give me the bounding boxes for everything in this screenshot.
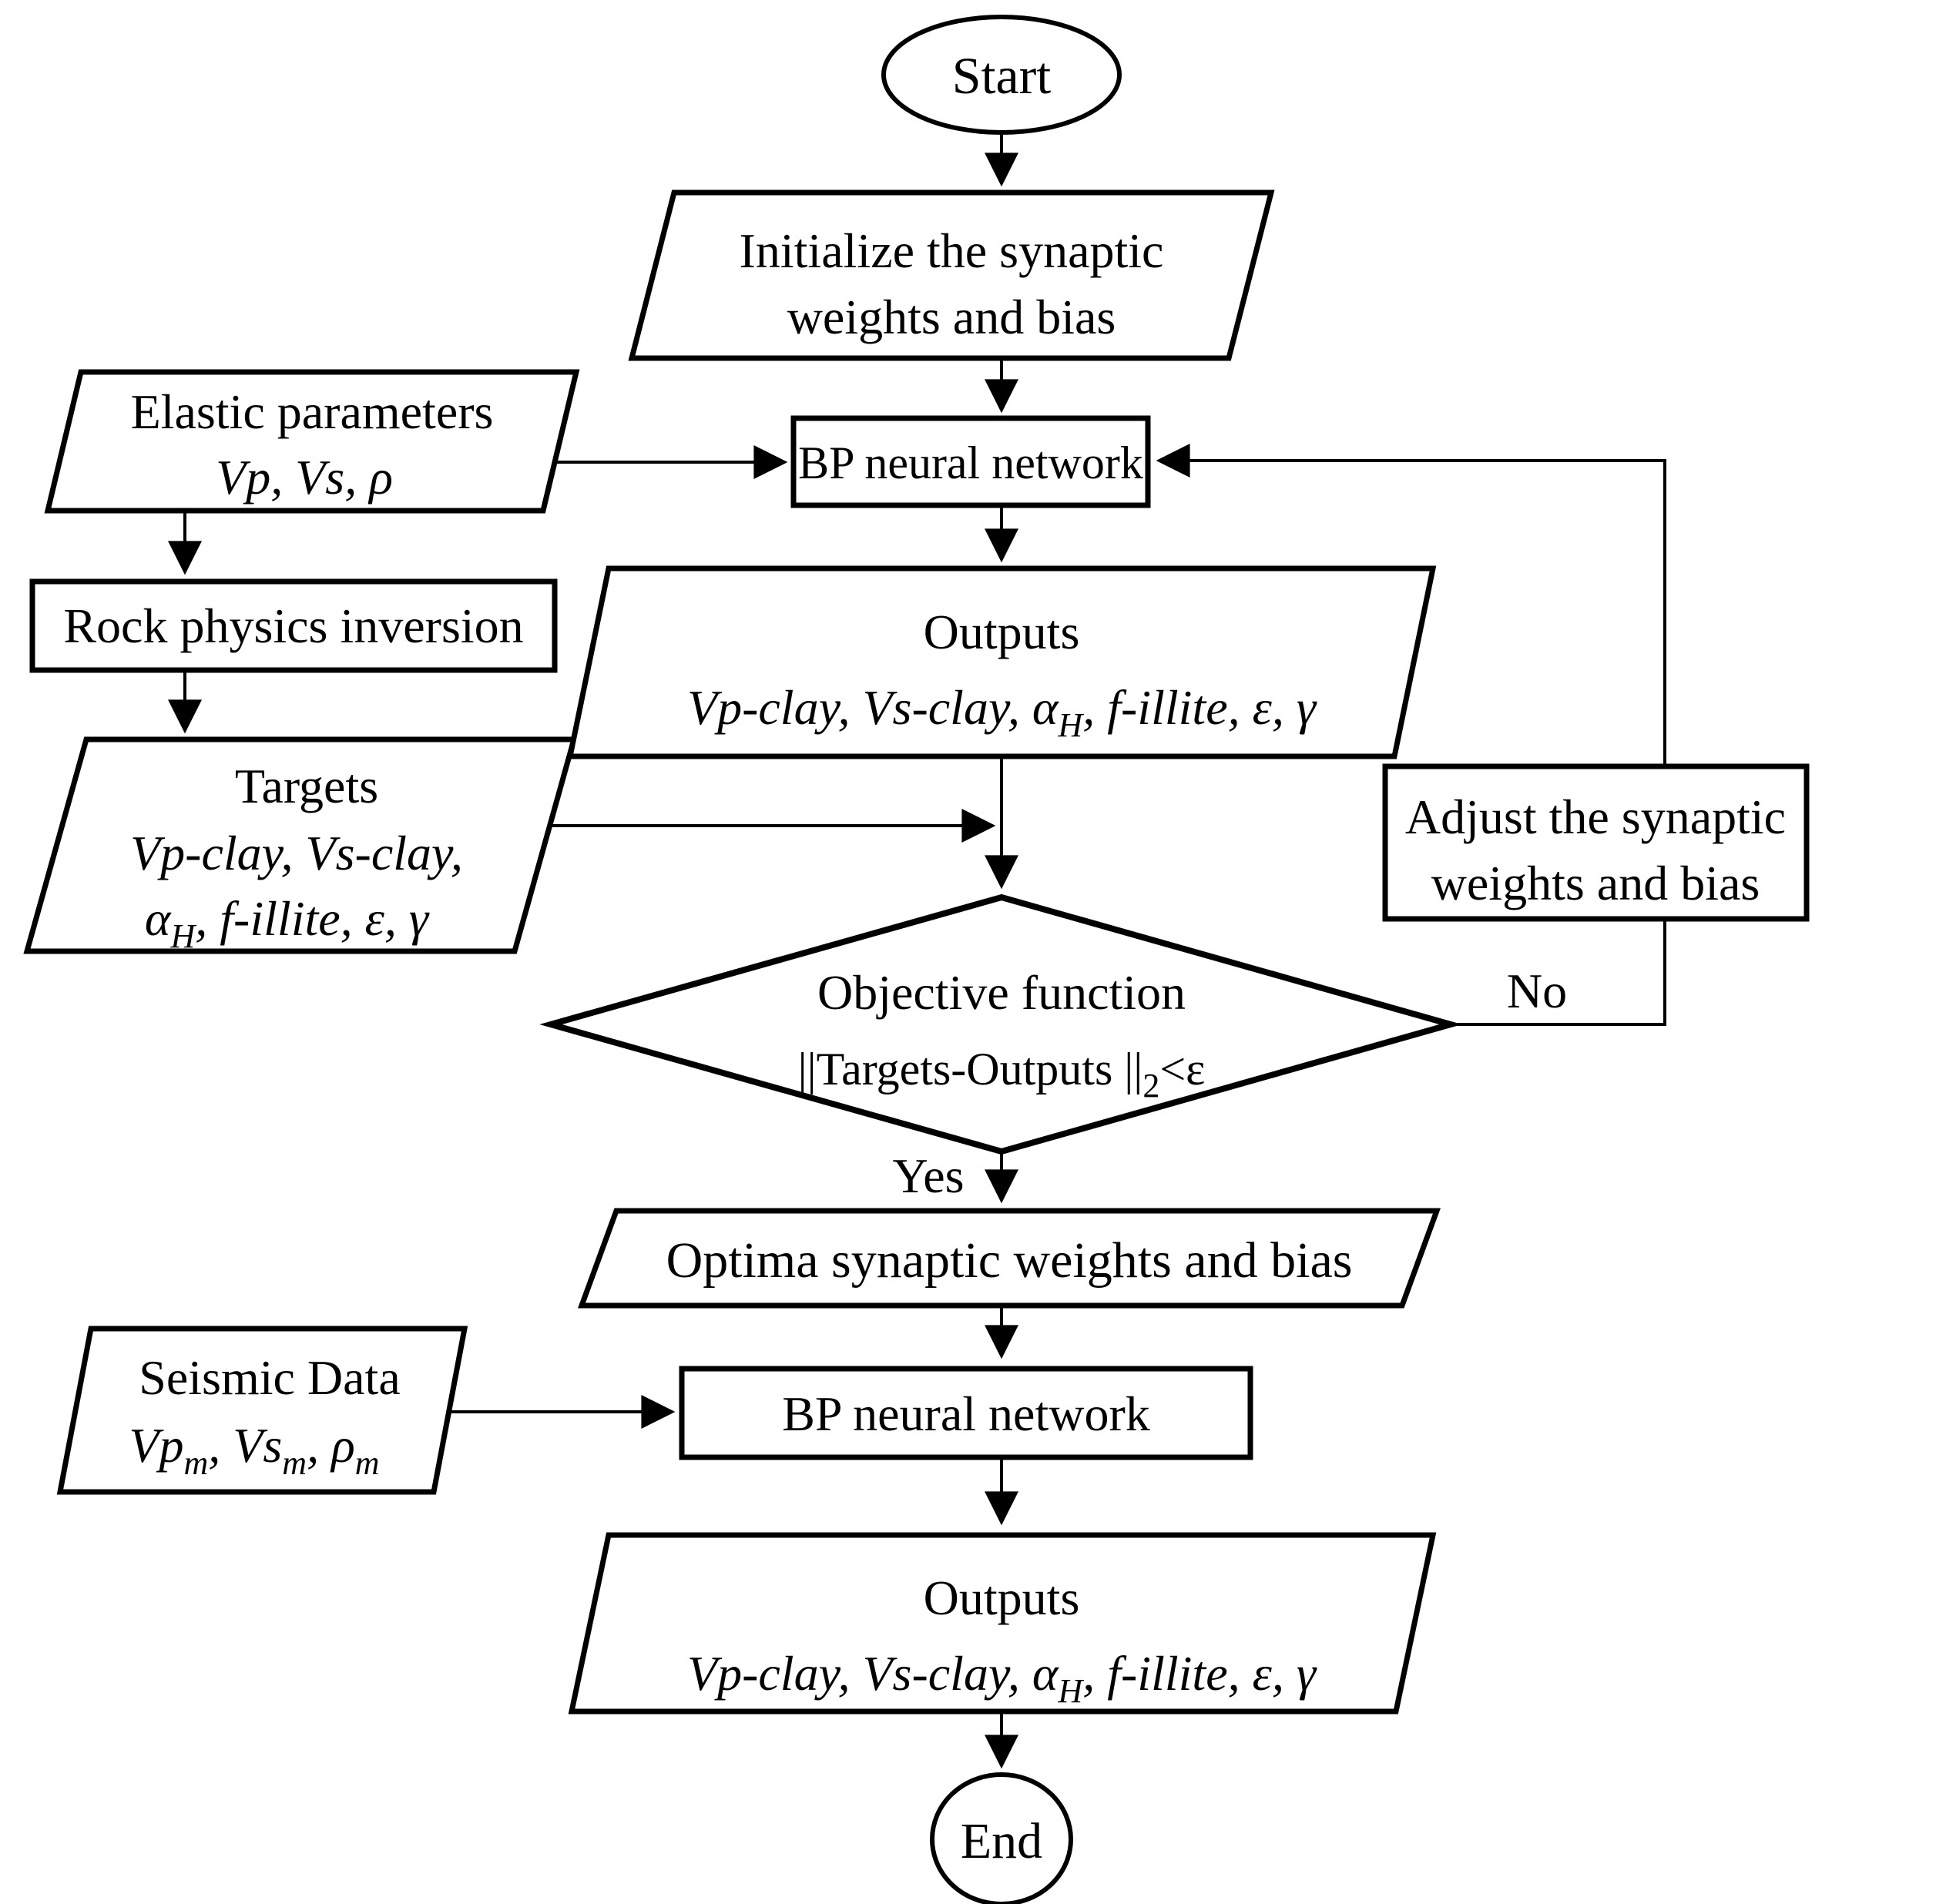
seismic-vp: Vp [129,1418,183,1473]
node-end: End [930,1772,1073,1904]
outputs2-formula-pre: Vp-clay, Vs-clay, α [687,1646,1059,1701]
node-start: Start [881,15,1122,135]
seismic-title: Seismic Data [139,1350,400,1405]
optima-parallelogram-shape [577,1208,1441,1309]
node-rock-physics-inversion: Rock physics inversion [29,578,558,673]
targets-title: Targets [235,759,378,813]
elastic-formula: Vp, Vs, ρ [216,450,393,504]
node-outputs-1: Outputs Vp-clay, Vs-clay, αH, f-illite, … [566,565,1437,759]
rock-label: Rock physics inversion [63,598,523,653]
decision-norm-subscript: 2 [1142,1067,1159,1105]
decision-diamond-shape [539,893,1462,1155]
targets-formula-line1: Vp-clay, Vs-clay, [130,826,463,880]
initialize-line2: weights and bias [787,290,1116,344]
yes-branch-label: Yes [892,1148,964,1203]
node-initialize: Initialize the synaptic weights and bias [628,189,1275,361]
start-label: Start [952,46,1052,105]
node-bp-neural-network-1: BP neural network [790,415,1151,508]
seismic-parallelogram-shape [56,1326,468,1495]
adjust-line2: weights and bias [1431,856,1760,910]
outputs1-parallelogram-shape [566,565,1437,759]
bp1-process-shape [790,415,1151,508]
start-terminator-shape [881,15,1122,135]
outputs1-formula-post: , f-illite, ε, γ [1082,680,1317,735]
seismic-vs-subscript: m [282,1444,307,1482]
node-bp-neural-network-2: BP neural network [679,1366,1253,1460]
seismic-vp-subscript: m [184,1444,209,1482]
outputs2-title: Outputs [924,1570,1080,1625]
bp2-process-shape [679,1366,1253,1460]
seismic-rho: , ρ [307,1418,355,1473]
node-decision-objective-function: Objective function ||Targets-Outputs ||2… [539,893,1462,1155]
targets-formula-rest: , f-illite, ε, γ [195,891,430,946]
no-branch-label: No [1507,964,1567,1018]
seismic-vs: , Vs [208,1418,282,1473]
adjust-line1: Adjust the synaptic [1405,789,1786,844]
targets-alpha: α [145,891,172,946]
elastic-parallelogram-shape [44,369,580,514]
adjust-process-shape [1382,763,1810,922]
connectors [168,135,1666,1769]
outputs2-formula: Vp-clay, Vs-clay, αH, f-illite, ε, γ [687,1646,1317,1710]
node-optima-weights: Optima synaptic weights and bias [577,1208,1441,1309]
seismic-formula: Vpm, Vsm, ρm [129,1418,379,1482]
node-seismic-data: Seismic Data Vpm, Vsm, ρm [56,1326,468,1495]
outputs2-alpha-subscript: H [1057,1672,1084,1710]
node-outputs-2: Outputs Vp-clay, Vs-clay, αH, f-illite, … [568,1532,1437,1715]
end-terminator-shape [930,1772,1073,1904]
targets-formula-line2: αH, f-illite, ε, γ [145,891,430,955]
optima-label: Optima synaptic weights and bias [666,1232,1353,1289]
initialize-parallelogram-shape [628,189,1275,361]
outputs1-alpha-subscript: H [1057,706,1084,744]
node-elastic-parameters: Elastic parameters Vp, Vs, ρ [44,369,580,514]
outputs1-title: Outputs [924,605,1080,659]
elastic-title: Elastic parameters [131,384,494,439]
decision-epsilon-threshold: <ε [1159,1044,1205,1094]
node-adjust-weights: Adjust the synaptic weights and bias [1382,763,1810,922]
targets-parallelogram-shape [23,736,578,954]
seismic-rho-subscript: m [355,1444,380,1482]
outputs1-formula-pre: Vp-clay, Vs-clay, α [687,680,1059,735]
line-decision-no-to-adjust [1451,921,1666,1026]
decision-norm-expression: ||Targets-Outputs || [798,1044,1143,1094]
outputs2-parallelogram-shape [568,1532,1437,1715]
bp1-label: BP neural network [798,437,1143,488]
targets-alpha-subscript: H [169,917,196,955]
node-targets: Targets Vp-clay, Vs-clay, αH, f-illite, … [23,736,578,955]
outputs2-formula-post: , f-illite, ε, γ [1082,1646,1317,1701]
initialize-line1: Initialize the synaptic [740,223,1164,278]
bp2-label: BP neural network [782,1386,1150,1441]
arrow-adjust-to-bp1 [1156,444,1666,766]
decision-line2: ||Targets-Outputs ||2<ε [798,1044,1206,1105]
outputs1-formula: Vp-clay, Vs-clay, αH, f-illite, ε, γ [687,680,1317,744]
end-label: End [961,1813,1042,1869]
decision-line1: Objective function [817,965,1186,1020]
rock-process-shape [29,578,558,673]
